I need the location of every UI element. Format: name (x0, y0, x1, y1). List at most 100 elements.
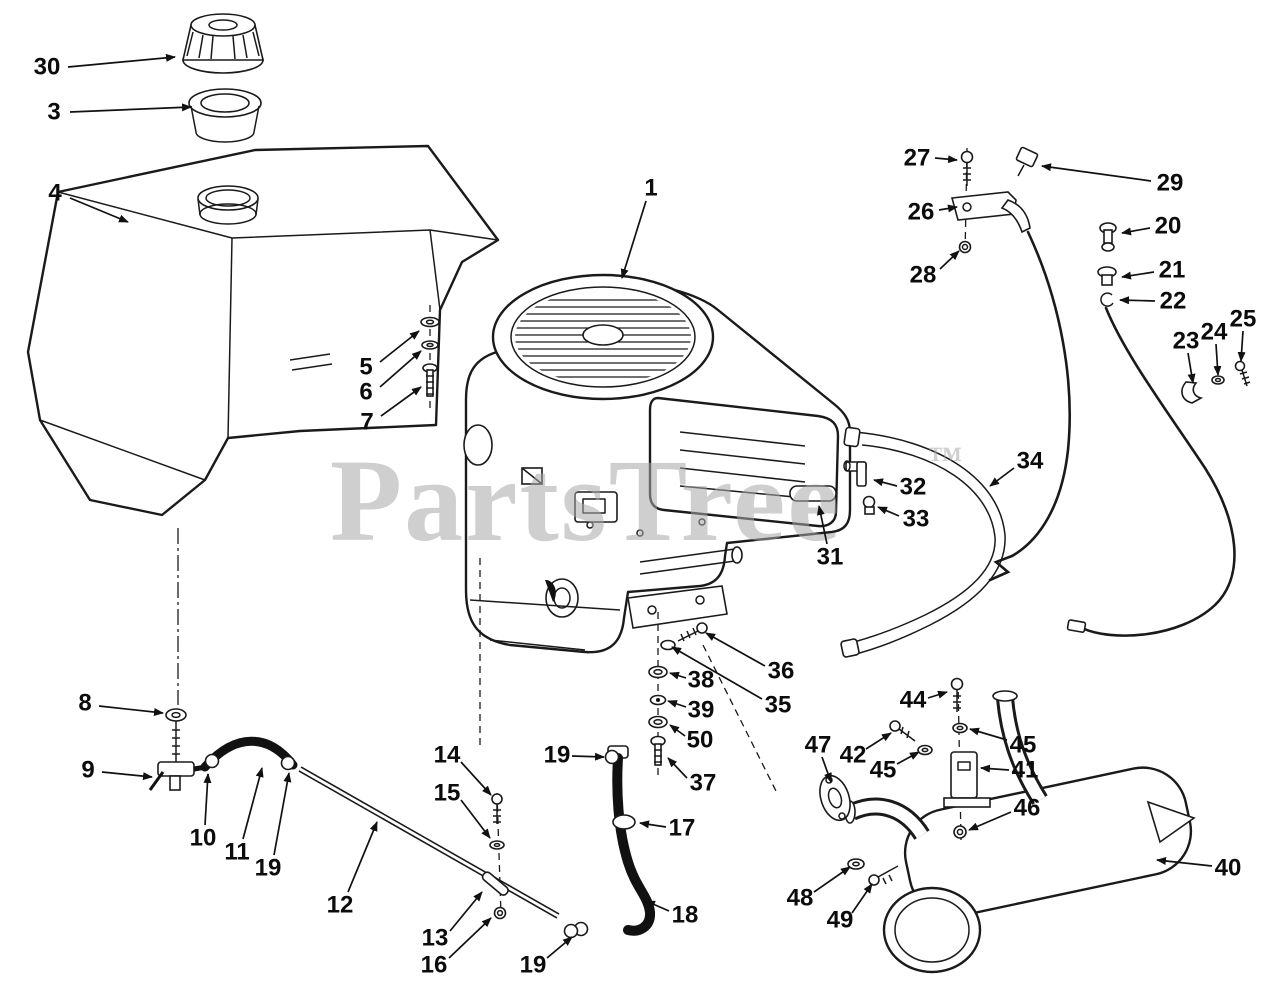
watermark-tm: ™ (928, 441, 964, 478)
callout-label-25: 25 (1230, 306, 1257, 333)
callout-label-40: 40 (1215, 855, 1242, 882)
choke-cable (1066, 222, 1251, 637)
callout-label-19: 19 (520, 952, 547, 979)
callout-label-49: 49 (827, 907, 854, 934)
exhaust-flange (819, 774, 899, 886)
callout-leader-19 (571, 752, 605, 761)
callout-label-17: 17 (669, 815, 696, 842)
callout-leader-47 (821, 756, 832, 783)
callout-leader-37 (667, 757, 688, 779)
callout-label-27: 27 (904, 145, 931, 172)
callout-leader-36 (705, 632, 766, 667)
intake-fittings (789, 460, 876, 515)
callout-leader-30 (67, 53, 176, 68)
callout-leader-41 (980, 764, 1010, 773)
callout-label-4: 4 (48, 180, 62, 207)
fuel-hose-upper (200, 736, 298, 772)
callout-label-35: 35 (765, 692, 792, 719)
callout-label-12: 12 (327, 892, 354, 919)
callout-leader-26 (938, 204, 958, 213)
callout-leader-35 (671, 646, 763, 700)
callout-leader-15 (460, 799, 491, 839)
callout-label-47: 47 (805, 732, 832, 759)
throttle-cable (988, 230, 1071, 582)
callout-leader-48 (813, 866, 851, 893)
fuel-cap (181, 13, 265, 74)
callout-label-19: 19 (544, 742, 571, 769)
callout-leader-17 (639, 820, 667, 829)
fuel-fill-neck (188, 88, 262, 143)
callout-label-38: 38 (688, 667, 715, 694)
callout-leader-34 (989, 467, 1015, 487)
callout-leader-18 (645, 900, 670, 912)
callout-leader-16 (448, 917, 492, 959)
callout-label-50: 50 (687, 727, 714, 754)
callout-label-37: 37 (690, 770, 717, 797)
callout-leader-49 (851, 883, 873, 914)
callout-label-32: 32 (900, 474, 927, 501)
callout-label-45: 45 (870, 757, 897, 784)
callout-leader-21 (1121, 271, 1155, 280)
callout-label-29: 29 (1157, 170, 1184, 197)
engine (463, 273, 852, 654)
callout-leader-22 (1119, 296, 1156, 305)
callout-leader-14 (460, 761, 492, 796)
throttle-control (950, 146, 1039, 257)
callout-leader-1 (620, 200, 647, 279)
fuel-valve (148, 708, 207, 791)
callout-label-16: 16 (421, 952, 448, 979)
callout-leader-5 (379, 330, 420, 363)
callout-label-39: 39 (688, 697, 715, 724)
callout-label-33: 33 (903, 506, 930, 533)
callout-label-22: 22 (1160, 288, 1187, 315)
fuel-line (298, 766, 560, 920)
fuel-hose-lower (563, 745, 655, 939)
callout-leader-24 (1213, 343, 1222, 376)
callout-leader-29 (1041, 163, 1152, 182)
callout-leader-32 (873, 478, 898, 487)
callout-leader-39 (667, 700, 687, 708)
callout-label-24: 24 (1201, 319, 1228, 346)
callout-label-20: 20 (1155, 213, 1182, 240)
callout-leader-19 (546, 936, 573, 959)
callout-label-36: 36 (768, 658, 795, 685)
callout-leader-46 (968, 811, 1012, 831)
callout-leader-28 (939, 250, 960, 270)
callout-leader-9 (101, 771, 153, 781)
callout-leader-8 (98, 705, 164, 716)
callout-leader-33 (877, 506, 900, 517)
callout-label-6: 6 (359, 379, 372, 406)
callout-label-19: 19 (255, 855, 282, 882)
watermark: PartsTree (330, 435, 842, 566)
callout-label-34: 34 (1017, 448, 1044, 475)
tank-mount-hardware (420, 305, 440, 412)
fuel-tank (26, 144, 500, 517)
callout-label-41: 41 (1012, 757, 1039, 784)
callout-leader-45 (896, 751, 920, 765)
callout-label-15: 15 (434, 780, 461, 807)
callout-leader-50 (669, 724, 686, 737)
callout-label-8: 8 (78, 690, 91, 717)
callout-leader-23 (1187, 352, 1196, 384)
callout-leader-11 (242, 767, 264, 840)
callout-leader-27 (934, 155, 958, 164)
callout-leader-12 (347, 821, 378, 893)
callout-leader-31 (816, 505, 828, 545)
construction-lines (177, 528, 779, 796)
callout-label-21: 21 (1159, 257, 1186, 284)
callout-label-5: 5 (359, 354, 372, 381)
callout-leader-42 (865, 732, 892, 750)
callout-label-26: 26 (908, 199, 935, 226)
callout-label-45: 45 (1010, 732, 1037, 759)
callout-leader-38 (669, 671, 687, 680)
callout-label-23: 23 (1173, 328, 1200, 355)
callout-label-11: 11 (224, 839, 249, 866)
callout-leader-4 (69, 197, 129, 223)
callout-leader-3 (69, 103, 192, 113)
callout-leader-6 (379, 350, 422, 388)
callout-label-1: 1 (644, 175, 657, 202)
callout-label-30: 30 (34, 54, 61, 81)
callout-leader-40 (1156, 856, 1213, 867)
